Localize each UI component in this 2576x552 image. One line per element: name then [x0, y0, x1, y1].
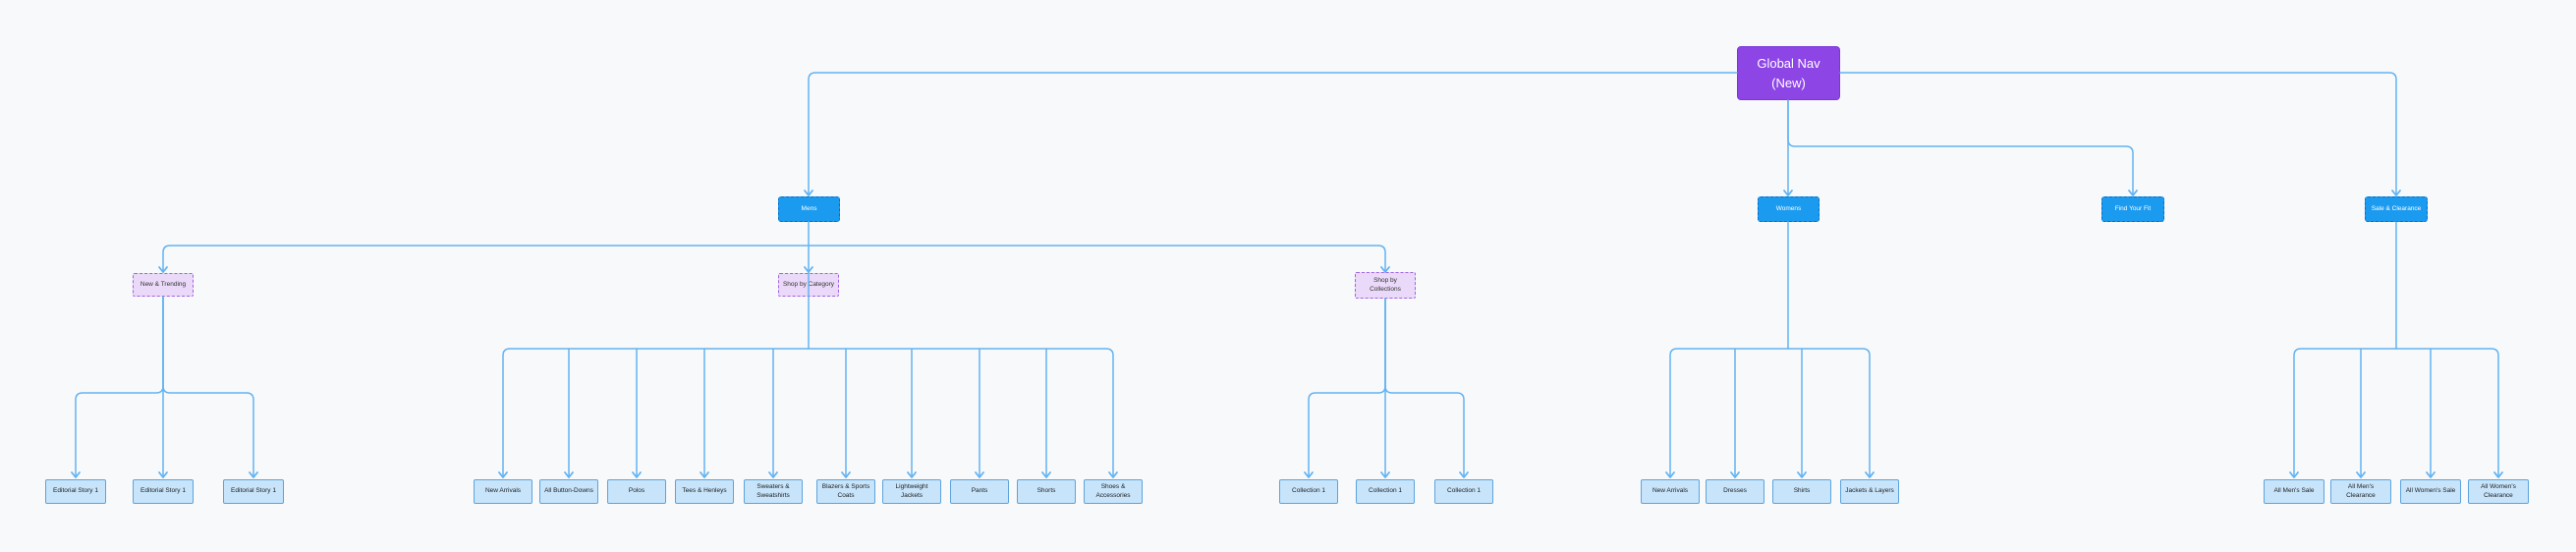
node-new-arrivals-womens[interactable]: New Arrivals [1641, 479, 1700, 504]
node-shop-by-collections[interactable]: Shop by Collections [1355, 272, 1416, 299]
node-womens[interactable]: Womens [1758, 196, 1820, 222]
node-all-mens-clearance[interactable]: All Men's Clearance [2330, 479, 2391, 504]
node-global-nav-new[interactable]: Global Nav (New) [1737, 46, 1840, 100]
node-shorts[interactable]: Shorts [1017, 479, 1076, 504]
node-editorial-story-c[interactable]: Editorial Story 1 [223, 479, 284, 504]
node-shirts[interactable]: Shirts [1772, 479, 1831, 504]
node-sale-clearance[interactable]: Sale & Clearance [2365, 196, 2428, 222]
node-shoes-accessories[interactable]: Shoes & Accessories [1084, 479, 1143, 504]
node-editorial-story-b[interactable]: Editorial Story 1 [133, 479, 194, 504]
node-all-womens-sale[interactable]: All Women's Sale [2400, 479, 2461, 504]
node-lightweight-jackets[interactable]: Lightweight Jackets [882, 479, 941, 504]
node-mens[interactable]: Mens [778, 196, 840, 222]
node-editorial-story-a[interactable]: Editorial Story 1 [45, 479, 106, 504]
node-all-womens-clearance[interactable]: All Women's Clearance [2468, 479, 2529, 504]
node-find-your-fit[interactable]: Find Your Fit [2101, 196, 2164, 222]
node-dresses[interactable]: Dresses [1706, 479, 1764, 504]
node-sweaters-sweatshirts[interactable]: Sweaters & Sweatshirts [744, 479, 803, 504]
node-collection-c[interactable]: Collection 1 [1434, 479, 1493, 504]
node-new-trending[interactable]: New & Trending [133, 273, 194, 297]
node-all-button-downs[interactable]: All Button-Downs [539, 479, 598, 504]
node-pants[interactable]: Pants [950, 479, 1009, 504]
node-collection-b[interactable]: Collection 1 [1356, 479, 1415, 504]
node-polos[interactable]: Polos [607, 479, 666, 504]
node-blazers-sports-coats[interactable]: Blazers & Sports Coats [816, 479, 875, 504]
node-jackets-layers[interactable]: Jackets & Layers [1840, 479, 1899, 504]
node-shop-by-category[interactable]: Shop by Category [778, 273, 839, 297]
node-tees-henleys[interactable]: Tees & Henleys [675, 479, 734, 504]
node-new-arrivals-mens[interactable]: New Arrivals [474, 479, 532, 504]
node-all-mens-sale[interactable]: All Men's Sale [2264, 479, 2324, 504]
node-collection-a[interactable]: Collection 1 [1279, 479, 1338, 504]
